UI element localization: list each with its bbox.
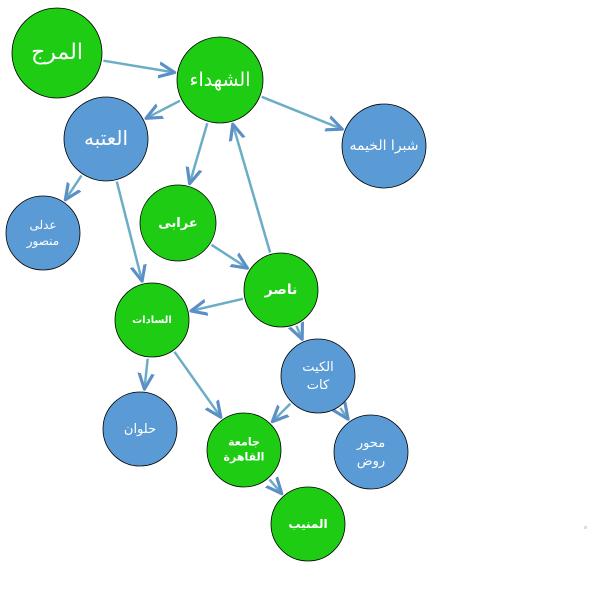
node-label-line: منصور bbox=[26, 234, 59, 249]
node-helwan: حلوان bbox=[102, 391, 178, 467]
edge-kitkat-to-mehwar bbox=[340, 408, 348, 419]
node-adly: عدلى منصور bbox=[5, 195, 81, 271]
stray-mark bbox=[584, 526, 587, 529]
node-label-mehwar: محور روض bbox=[356, 436, 385, 469]
nodes-layer: المرج الشهداء العتبه شبرا الخيمه عدلى منصور عر… bbox=[5, 7, 427, 562]
node-label-line: عرابى bbox=[158, 216, 197, 231]
edge-nasser-to-kitkat bbox=[296, 326, 302, 340]
node-circle-sadat bbox=[114, 282, 190, 358]
node-monib: المنيب bbox=[270, 486, 346, 562]
node-label-line: عدلى bbox=[29, 217, 56, 231]
node-label-helwan: حلوان bbox=[124, 422, 156, 437]
node-label-sadat: السادات bbox=[132, 315, 172, 326]
node-circle-nasser bbox=[243, 252, 319, 328]
edge-kitkat-to-cairo_univ bbox=[272, 402, 292, 422]
node-label-adly: عدلى منصور bbox=[26, 217, 59, 248]
node-label-line: محور bbox=[356, 436, 385, 451]
node-label-line: الكيت bbox=[302, 360, 333, 375]
node-circle-marg bbox=[11, 7, 103, 99]
node-label-line: شبرا الخيمه bbox=[349, 138, 418, 154]
edges-layer bbox=[65, 59, 348, 494]
node-label-shubra: شبرا الخيمه bbox=[349, 138, 418, 154]
node-label-line: السادات bbox=[132, 315, 172, 326]
node-label-line: المرج bbox=[31, 40, 83, 65]
node-label-monib: المنيب bbox=[288, 517, 327, 531]
node-circle-cairo_univ bbox=[206, 412, 282, 488]
node-circle-helwan bbox=[102, 391, 178, 467]
node-label-line: المنيب bbox=[288, 517, 327, 531]
edge-ataba-to-adly bbox=[65, 174, 83, 200]
edge-ataba-to-sadat bbox=[115, 181, 142, 282]
edge-marg-to-shohadaa bbox=[103, 59, 174, 73]
node-label-line: روض bbox=[357, 453, 385, 468]
node-label-line: جامعة bbox=[228, 436, 260, 449]
node-label-line: ناصر bbox=[264, 282, 298, 298]
node-label-line: العتبه bbox=[84, 126, 128, 150]
node-label-line: حلوان bbox=[124, 422, 156, 437]
node-label-line: الشهداء bbox=[190, 69, 251, 91]
node-nasser: ناصر bbox=[243, 252, 319, 328]
edge-sadat-to-helwan bbox=[144, 358, 147, 389]
node-label-marg: المرج bbox=[31, 40, 83, 65]
node-mehwar: محور روض bbox=[333, 414, 409, 490]
node-label-kitkat: الكيت كات bbox=[302, 360, 333, 393]
node-orabi: عرابى bbox=[139, 184, 217, 262]
edge-sadat-to-cairo_univ bbox=[173, 351, 221, 418]
node-shubra: شبرا الخيمه bbox=[341, 103, 427, 189]
node-circle-orabi bbox=[139, 184, 217, 262]
node-label-orabi: عرابى bbox=[158, 216, 197, 231]
edge-shohadaa-to-shubra bbox=[261, 95, 343, 129]
node-circle-ataba bbox=[63, 96, 149, 182]
node-circle-adly bbox=[5, 195, 81, 271]
node-circle-mehwar bbox=[333, 414, 409, 490]
node-ataba: العتبه bbox=[63, 96, 149, 182]
node-circle-shohadaa bbox=[176, 36, 264, 124]
node-label-line: كات bbox=[307, 377, 330, 392]
edge-nasser-to-sadat bbox=[191, 297, 244, 311]
node-label-shohadaa: الشهداء bbox=[190, 69, 251, 91]
node-label-line: القاهرة bbox=[224, 450, 265, 463]
node-sadat: السادات bbox=[114, 282, 190, 358]
node-kitkat: الكيت كات bbox=[280, 338, 356, 414]
edge-nasser-to-shohadaa bbox=[233, 124, 272, 253]
edge-orabi-to-nasser bbox=[210, 243, 248, 268]
node-circle-monib bbox=[270, 486, 346, 562]
edge-cairo_univ-to-monib bbox=[270, 480, 282, 494]
node-circle-shubra bbox=[341, 103, 427, 189]
node-circle-kitkat bbox=[280, 338, 356, 414]
edge-shohadaa-to-ataba bbox=[146, 99, 181, 119]
node-label-nasser: ناصر bbox=[264, 282, 298, 298]
node-shohadaa: الشهداء bbox=[176, 36, 264, 124]
node-marg: المرج bbox=[11, 7, 103, 99]
edge-shohadaa-to-orabi bbox=[190, 122, 209, 184]
node-label-ataba: العتبه bbox=[84, 126, 128, 150]
